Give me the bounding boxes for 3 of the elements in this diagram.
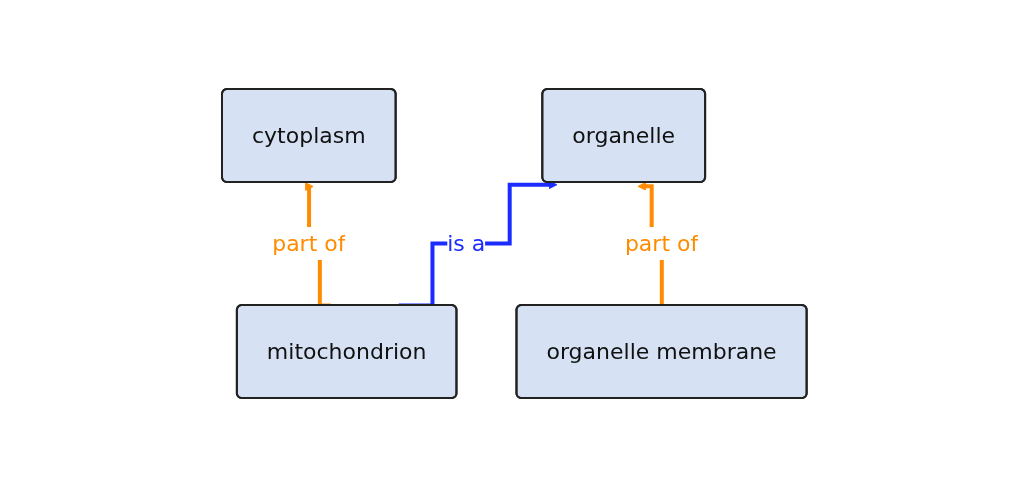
edge-label: part of	[624, 231, 698, 256]
edge-label: is a	[446, 231, 485, 256]
edge-label: part of	[271, 231, 346, 256]
